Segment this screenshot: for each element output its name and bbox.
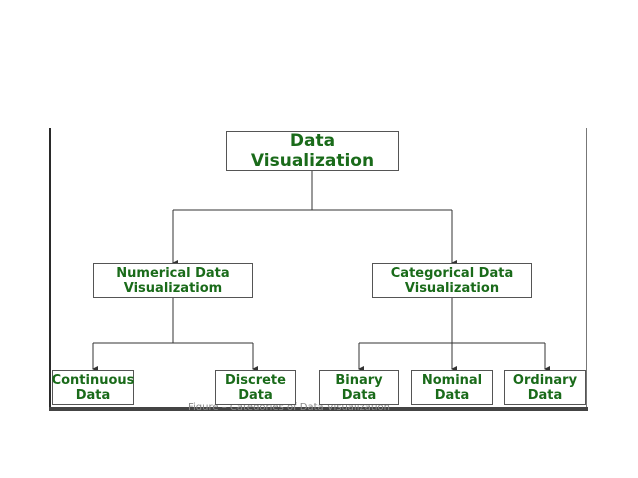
node-numerical-data-visualization: Numerical Data Visualizatiom [93,263,253,298]
node-continuous-data: Continuous Data [52,370,134,405]
node-categorical-data-visualization: Categorical Data Visualization [372,263,532,298]
node-nominal-data: Nominal Data [411,370,493,405]
node-data-visualization: Data Visualization [226,131,399,171]
figure-caption: Figure – Categories of Data Visualizatio… [188,402,391,410]
frame-right-border [586,128,587,411]
node-binary-data: Binary Data [319,370,399,405]
node-discrete-data: Discrete Data [215,370,296,405]
frame-left-border [49,128,51,411]
node-ordinary-data: Ordinary Data [504,370,586,405]
frame-bottom-border [49,407,588,411]
